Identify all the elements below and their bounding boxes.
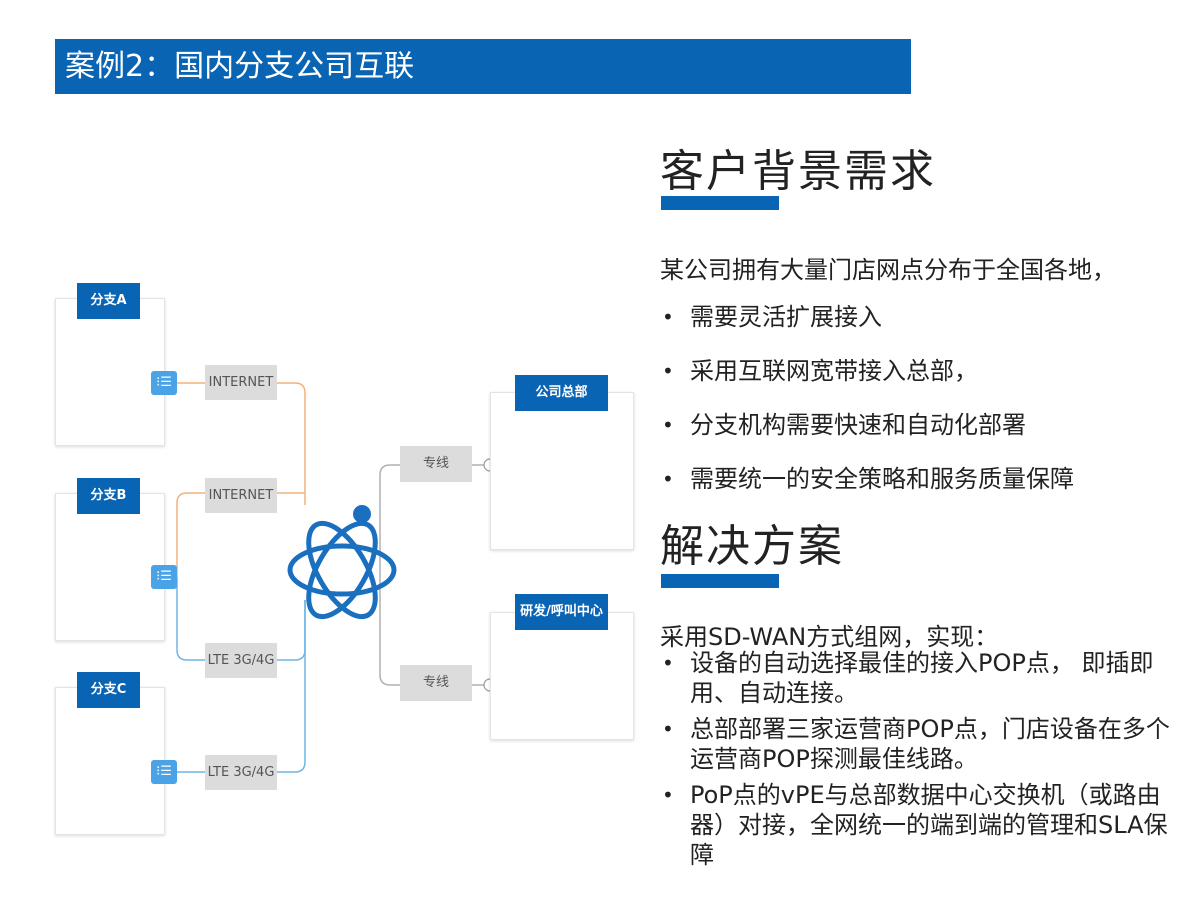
solution-bullet: PoP点的vPE与总部数据中心交换机（或路由器）对接，全网统一的端到端的管理和S… — [660, 780, 1170, 870]
link-lte-b: LTE 3G/4G — [205, 643, 277, 678]
solution-heading: 解决方案 — [660, 521, 844, 572]
solution-heading-underline — [661, 574, 779, 588]
background-heading: 客户背景需求 — [660, 146, 936, 197]
link-internet-b: INTERNET — [205, 478, 277, 513]
link-lte-c: LTE 3G/4G — [205, 755, 277, 790]
background-bullet: 采用互联网宽带接入总部， — [660, 356, 1180, 386]
link-dedicated-2: 专线 — [400, 665, 472, 701]
branch-b-box — [55, 493, 165, 641]
branch-a-tag: 分支A — [77, 283, 140, 319]
line-hub-to-dedicated-1 — [379, 464, 484, 570]
background-intro: 某公司拥有大量门店网点分布于全国各地， — [660, 256, 1116, 284]
solution-bullet-list: 设备的自动选择最佳的接入POP点， 即插即用、自动连接。 总部部署三家运营商PO… — [660, 648, 1170, 876]
sdwan-hub-icon — [287, 520, 397, 620]
link-internet-a: INTERNET — [205, 365, 277, 400]
background-heading-underline — [661, 196, 779, 210]
background-bullet: 需要灵活扩展接入 — [660, 302, 1180, 332]
rd-tag: 研发/呼叫中心 — [515, 594, 608, 630]
solution-bullet: 总部部署三家运营商POP点，门店设备在多个运营商POP探测最佳线路。 — [660, 714, 1170, 774]
background-bullet: 需要统一的安全策略和服务质量保障 — [660, 464, 1180, 494]
branch-c-box — [55, 687, 165, 835]
router-icon-c: ⁝☰ — [151, 760, 177, 784]
branch-b-tag: 分支B — [77, 478, 140, 514]
hq-tag: 公司总部 — [515, 375, 608, 411]
solution-bullet: 设备的自动选择最佳的接入POP点， 即插即用、自动连接。 — [660, 648, 1170, 708]
solution-intro: 采用SD-WAN方式组网，实现： — [660, 623, 999, 651]
background-bullet: 分支机构需要快速和自动化部署 — [660, 410, 1180, 440]
router-icon-b: ⁝☰ — [151, 565, 177, 589]
link-dedicated-1: 专线 — [400, 446, 472, 482]
hq-box — [490, 392, 634, 550]
background-bullet-list: 需要灵活扩展接入 采用互联网宽带接入总部， 分支机构需要快速和自动化部署 需要统… — [660, 302, 1180, 518]
branch-a-box — [55, 298, 165, 446]
line-internet-b — [176, 492, 305, 577]
line-lte-c — [177, 600, 306, 773]
branch-c-tag: 分支C — [77, 672, 140, 708]
line-internet-a — [177, 382, 306, 505]
rd-box — [490, 612, 634, 740]
line-hub-to-dedicated-2 — [379, 570, 484, 686]
router-icon-a: ⁝☰ — [151, 371, 177, 395]
slide-title: 案例2：国内分支公司互联 — [55, 39, 911, 94]
